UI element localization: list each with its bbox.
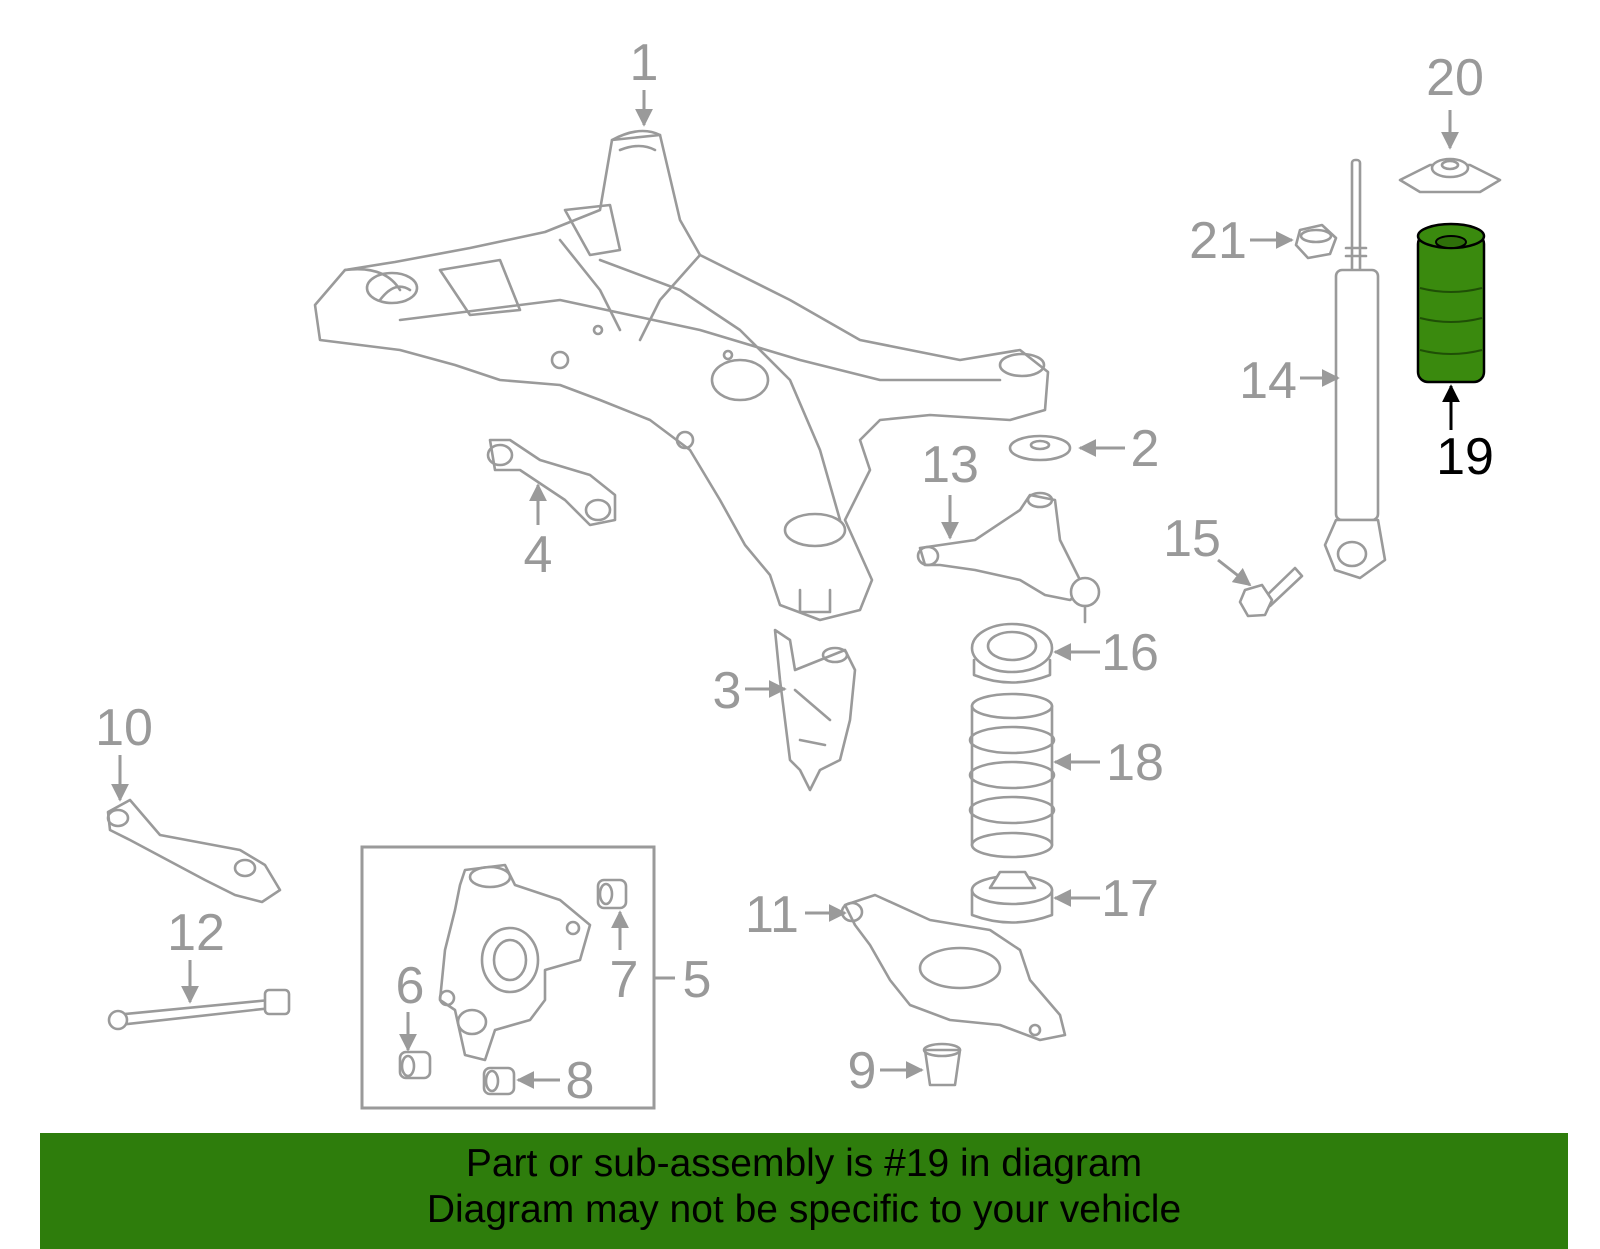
callout-1: 1 bbox=[630, 34, 659, 92]
bushing-6-part bbox=[398, 1050, 432, 1080]
lower-arm-11-part bbox=[840, 893, 1067, 1042]
banner-line-disclaimer: Diagram may not be specific to your vehi… bbox=[426, 1188, 1182, 1231]
shock-absorber-14-part bbox=[1323, 158, 1387, 580]
callout-6: 6 bbox=[396, 957, 425, 1015]
callout-7: 7 bbox=[610, 951, 639, 1009]
bolt-15-part bbox=[1238, 566, 1304, 618]
callout-14: 14 bbox=[1239, 352, 1297, 410]
callout-17: 17 bbox=[1101, 870, 1159, 928]
banner-line-part: Part or sub-assembly is #19 in diagram bbox=[465, 1142, 1143, 1185]
link-10-part bbox=[106, 798, 282, 904]
leader-lines bbox=[111, 90, 1460, 1089]
bump-stop-19-part bbox=[1416, 222, 1486, 384]
callout-11: 11 bbox=[745, 886, 799, 944]
callout-15: 15 bbox=[1163, 510, 1221, 568]
mount-20-part bbox=[1398, 157, 1502, 194]
callout-13: 13 bbox=[921, 436, 979, 494]
bumper-9-part bbox=[922, 1042, 962, 1087]
callout-21: 21 bbox=[1189, 212, 1247, 270]
spring-seat-16-part bbox=[970, 622, 1054, 684]
nut-21-part bbox=[1294, 223, 1338, 260]
coil-spring-18-part bbox=[968, 692, 1056, 859]
callout-8: 8 bbox=[566, 1052, 595, 1110]
spring-seat-17-part bbox=[970, 870, 1054, 924]
callout-16: 16 bbox=[1101, 624, 1159, 682]
subframe-part bbox=[313, 129, 1050, 622]
upper-arm-13-part bbox=[916, 491, 1101, 624]
callout-4: 4 bbox=[524, 526, 553, 584]
callout-2: 2 bbox=[1131, 420, 1160, 478]
callout-5: 5 bbox=[683, 951, 712, 1009]
callout-numbers: 1 2 3 4 5 6 7 8 9 10 11 12 13 14 15 16 1… bbox=[95, 34, 1494, 1110]
callout-12: 12 bbox=[167, 904, 225, 962]
callout-10: 10 bbox=[95, 699, 153, 757]
info-banner: Part or sub-assembly is #19 in diagram D… bbox=[40, 1133, 1568, 1249]
callout-20: 20 bbox=[1426, 49, 1484, 107]
callout-9: 9 bbox=[848, 1042, 877, 1100]
bracket-part bbox=[773, 628, 857, 792]
callout-18: 18 bbox=[1106, 734, 1164, 792]
bushing-7-part bbox=[596, 878, 628, 910]
callout-19: 19 bbox=[1436, 428, 1494, 486]
washer-part bbox=[1008, 434, 1072, 462]
rod-12-part bbox=[107, 988, 291, 1031]
bushing-8-part bbox=[482, 1066, 516, 1096]
callout-3: 3 bbox=[713, 662, 742, 720]
control-arm-4-part bbox=[486, 438, 617, 527]
